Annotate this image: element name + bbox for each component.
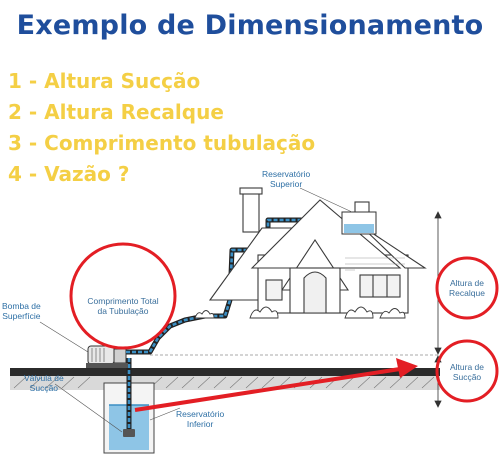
label-leader-lines bbox=[39, 187, 353, 433]
step-vazao: 4 - Vazão ? bbox=[8, 162, 130, 186]
step-altura-recalque: 2 - Altura Recalque bbox=[8, 100, 224, 124]
label-lower-reservoir: Reservatório Inferior bbox=[176, 409, 225, 429]
suction-pipe bbox=[123, 358, 135, 437]
house bbox=[208, 187, 427, 314]
step-altura-succao: 1 - Altura Sucção bbox=[8, 69, 201, 93]
dimensioning-steps-list: 1 - Altura Sucção 2 - Altura Recalque 3 … bbox=[8, 66, 315, 190]
step-comprimento-tubulacao: 3 - Comprimento tubulação bbox=[8, 131, 316, 155]
label-suction-valve: Válvula de Sucção bbox=[24, 373, 64, 393]
surface-pump bbox=[86, 345, 128, 368]
upper-reservoir bbox=[341, 211, 377, 235]
pipe-length-circle bbox=[69, 242, 177, 350]
label-discharge-height: Altura de Recalque bbox=[449, 278, 485, 298]
label-suction-height: Altura de Sucção bbox=[449, 362, 485, 382]
label-surface-pump: Bomba de Superfície bbox=[2, 301, 41, 321]
suction-height-circle bbox=[435, 339, 499, 403]
foot-valve bbox=[123, 429, 135, 437]
discharge-height-circle bbox=[435, 256, 499, 320]
bushes bbox=[194, 306, 406, 319]
red-arrow bbox=[134, 358, 418, 412]
label-total-pipe-length: Comprimento Total da Tubulação bbox=[87, 296, 159, 316]
page-title: Exemplo de Dimensionamento bbox=[16, 10, 484, 41]
label-upper-reservoir: Reservatório Superior bbox=[262, 169, 311, 189]
